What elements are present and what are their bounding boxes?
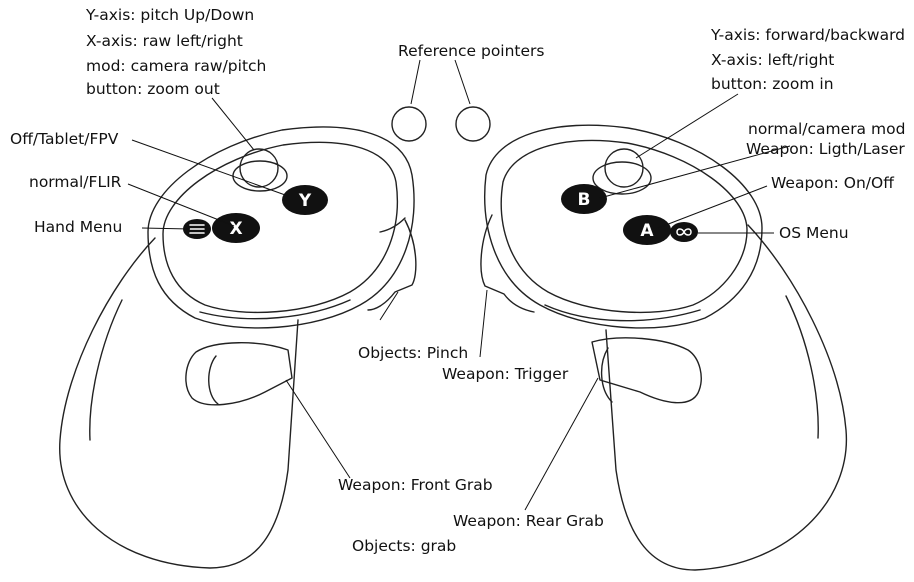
right-thumbstick-base <box>592 161 652 195</box>
normal-camera-mod-label: normal/camera mod <box>748 120 906 138</box>
right-ring-inner <box>500 139 748 314</box>
left-ring <box>147 126 415 329</box>
weapon-on-off-label: Weapon: On/Off <box>771 174 894 192</box>
right-ring <box>484 124 763 329</box>
right-grab-button <box>591 337 702 404</box>
right-handle-inner <box>785 295 819 439</box>
button-y-label: Y <box>298 191 312 211</box>
objects-grab-label: Objects: grab <box>352 537 457 555</box>
os-menu-button <box>670 222 698 242</box>
hand-menu-label: Hand Menu <box>34 218 123 236</box>
left-ring-face-edge <box>199 299 351 320</box>
button-y: Y <box>282 185 328 215</box>
left-handle-inner <box>89 299 123 441</box>
right-grab-button-inner <box>601 347 613 403</box>
left-thumbstick-desc-1: Y-axis: pitch Up/Down <box>86 6 255 24</box>
right-handle <box>605 224 848 571</box>
hand-menu-button <box>183 219 211 239</box>
left-thumbstick <box>239 148 279 188</box>
right-controller <box>480 124 848 571</box>
button-a: A <box>623 215 671 245</box>
left-handle <box>59 237 299 569</box>
left-thumbstick-desc-3: mod: camera raw/pitch <box>86 57 267 75</box>
left-ring-inner <box>162 141 399 314</box>
os-menu-label: OS Menu <box>779 224 849 242</box>
button-a-label: A <box>640 221 654 241</box>
right-thumbstick <box>604 148 644 188</box>
left-reference-pointer <box>391 106 427 142</box>
leader-lines <box>127 59 791 511</box>
objects-pinch-label: Objects: Pinch <box>358 344 469 362</box>
weapon-front-grab-label: Weapon: Front Grab <box>338 476 493 494</box>
right-reference-pointer <box>455 106 491 142</box>
reference-pointers-label: Reference pointers <box>398 42 545 60</box>
left-ring-rim <box>379 217 406 233</box>
left-grab-button <box>185 342 293 406</box>
left-thumbstick-desc-4: button: zoom out <box>86 80 220 98</box>
oculus-icon <box>676 228 692 236</box>
left-controller <box>59 126 417 569</box>
weapon-light-laser-label: Weapon: Ligth/Laser <box>746 140 905 158</box>
button-x-label: X <box>229 219 242 239</box>
weapon-trigger-label: Weapon: Trigger <box>442 365 569 383</box>
button-b-label: B <box>578 190 591 210</box>
right-trigger <box>480 214 535 313</box>
right-thumbstick-desc-2: X-axis: left/right <box>711 51 835 69</box>
left-thumbstick-desc-2: X-axis: raw left/right <box>86 32 243 50</box>
left-trigger <box>367 219 417 311</box>
hamburger-icon <box>189 224 205 234</box>
left-grab-button-inner <box>208 355 219 405</box>
normal-flir-label: normal/FLIR <box>29 173 122 191</box>
right-thumbstick-desc-3: button: zoom in <box>711 75 834 93</box>
button-x: X <box>212 213 260 243</box>
button-b: B <box>561 184 607 214</box>
off-tablet-fpv-label: Off/Tablet/FPV <box>10 130 119 148</box>
weapon-rear-grab-label: Weapon: Rear Grab <box>453 512 604 530</box>
right-thumbstick-desc-1: Y-axis: forward/backward <box>711 26 906 44</box>
right-ring-face-edge <box>544 304 701 322</box>
